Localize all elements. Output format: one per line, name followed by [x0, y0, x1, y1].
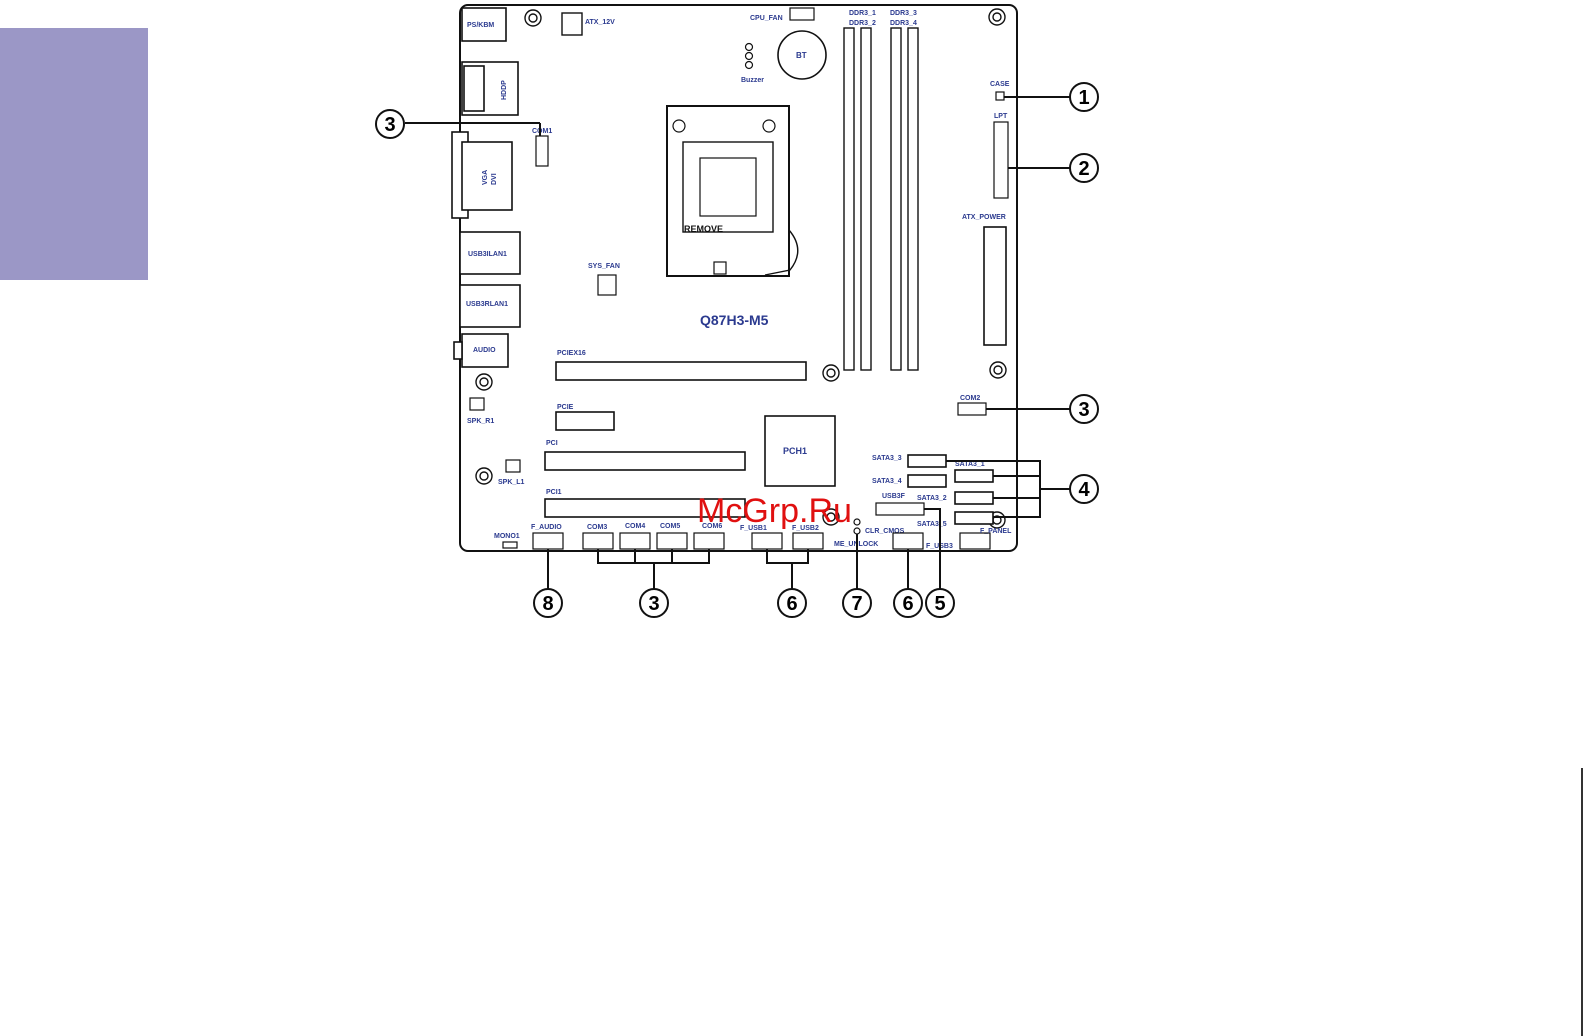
clr-cmos-label: CLR_CMOS [865, 528, 905, 535]
spk-r-header [469, 397, 485, 411]
sata3-1-label: SATA3_1 [955, 461, 985, 468]
cpu-fan-label: CPU_FAN [750, 15, 783, 22]
callout-6-b: 6 [902, 593, 913, 615]
bottom-headers [502, 532, 991, 550]
sata-ports [907, 454, 994, 525]
callout-circles [375, 82, 1099, 618]
atx12v-label: ATX_12V [585, 19, 615, 26]
ddr3-label: DDR3_3 [890, 10, 917, 17]
spk-l-header [505, 459, 521, 473]
lpt-header [993, 121, 1009, 199]
case-label: CASE [990, 81, 1010, 88]
callout-4: 4 [1078, 479, 1090, 501]
battery [777, 30, 827, 80]
vga-label: VGA [482, 170, 489, 185]
cpu-socket [666, 105, 790, 277]
dvi-label: DVI [491, 173, 498, 185]
f-usb1-label: F_USB1 [740, 525, 767, 532]
ps2-label: PS/KBM [467, 22, 494, 29]
lpt-label: LPT [994, 113, 1008, 120]
remove-label: REMOVE [684, 224, 723, 234]
sata3-4-label: SATA3_4 [872, 478, 902, 485]
pci1-label: PCI1 [546, 489, 562, 496]
callout-7: 7 [851, 593, 862, 615]
callout-3-bottom: 3 [648, 593, 659, 615]
sata3-2-label: SATA3_2 [917, 495, 947, 502]
usb3rlan1-label: USB3RLAN1 [466, 301, 508, 308]
hddp-label: HDDP [501, 80, 508, 100]
pch-label: PCH1 [783, 446, 807, 456]
f-panel-label: F_PANEL [980, 528, 1012, 535]
usb3lan1-label: USB3ILAN1 [468, 251, 507, 258]
callout-3-top: 3 [384, 114, 395, 136]
buzzer-label: Buzzer [741, 77, 764, 84]
com3-label: COM3 [587, 524, 607, 531]
mount-holes [475, 8, 1007, 529]
com6-label: COM6 [702, 523, 722, 530]
sys-fan-label: SYS_FAN [588, 263, 620, 270]
pci-label: PCI [546, 440, 558, 447]
watermark: McGrp.Ru [697, 492, 852, 530]
sata3-5-label: SATA3_5 [917, 521, 947, 528]
callout-3-com2: 3 [1078, 399, 1089, 421]
callout-6-a: 6 [786, 593, 797, 615]
pcie-slot [555, 411, 615, 431]
buzzer [744, 42, 754, 70]
f-usb2-label: F_USB2 [792, 525, 819, 532]
ddr1-label: DDR3_1 [849, 10, 876, 17]
leader-lines [405, 96, 1070, 590]
ddr4-label: DDR3_4 [890, 20, 917, 27]
com2-label: COM2 [960, 395, 980, 402]
board-model: Q87H3-M5 [700, 312, 769, 328]
mono-label: MONO1 [494, 533, 520, 540]
pciex16-label: PCIEX16 [557, 350, 586, 357]
atx-power-label: ATX_POWER [962, 214, 1006, 221]
atx-power-connector [983, 226, 1007, 346]
callout-2: 2 [1078, 158, 1089, 180]
case-header [995, 91, 1005, 101]
atx12v-connector [561, 12, 583, 36]
section-side-tab [0, 28, 148, 280]
audio-label: AUDIO [473, 347, 496, 354]
jumpers [853, 518, 861, 535]
sata3-3-label: SATA3_3 [872, 455, 902, 462]
pci-slot [544, 451, 746, 471]
com1-header [535, 135, 549, 167]
cpu-fan-header [789, 7, 815, 21]
page-edge-mark [1581, 768, 1583, 1036]
callout-1: 1 [1078, 87, 1089, 109]
f-audio-label: F_AUDIO [531, 524, 562, 531]
pch-chip [764, 415, 836, 487]
com4-label: COM4 [625, 523, 645, 530]
usb3f-header [875, 502, 925, 516]
pci1-slot [544, 498, 746, 518]
pciex16-slot [555, 361, 807, 381]
spk-r-label: SPK_R1 [467, 418, 494, 425]
com1-label: COM1 [532, 128, 552, 135]
dimm-slots [843, 27, 919, 371]
usb3f-label: USB3F [882, 493, 906, 500]
callout-5: 5 [934, 593, 945, 615]
com5-label: COM5 [660, 523, 680, 530]
com2-header [957, 402, 987, 416]
rear-io [451, 7, 521, 368]
sys-fan-header [597, 274, 617, 296]
callout-8: 8 [542, 593, 553, 615]
pcie-label: PCIE [557, 404, 574, 411]
spk-l-label: SPK_L1 [498, 479, 525, 486]
ddr2-label: DDR3_2 [849, 20, 876, 27]
battery-label: BT [796, 51, 807, 60]
